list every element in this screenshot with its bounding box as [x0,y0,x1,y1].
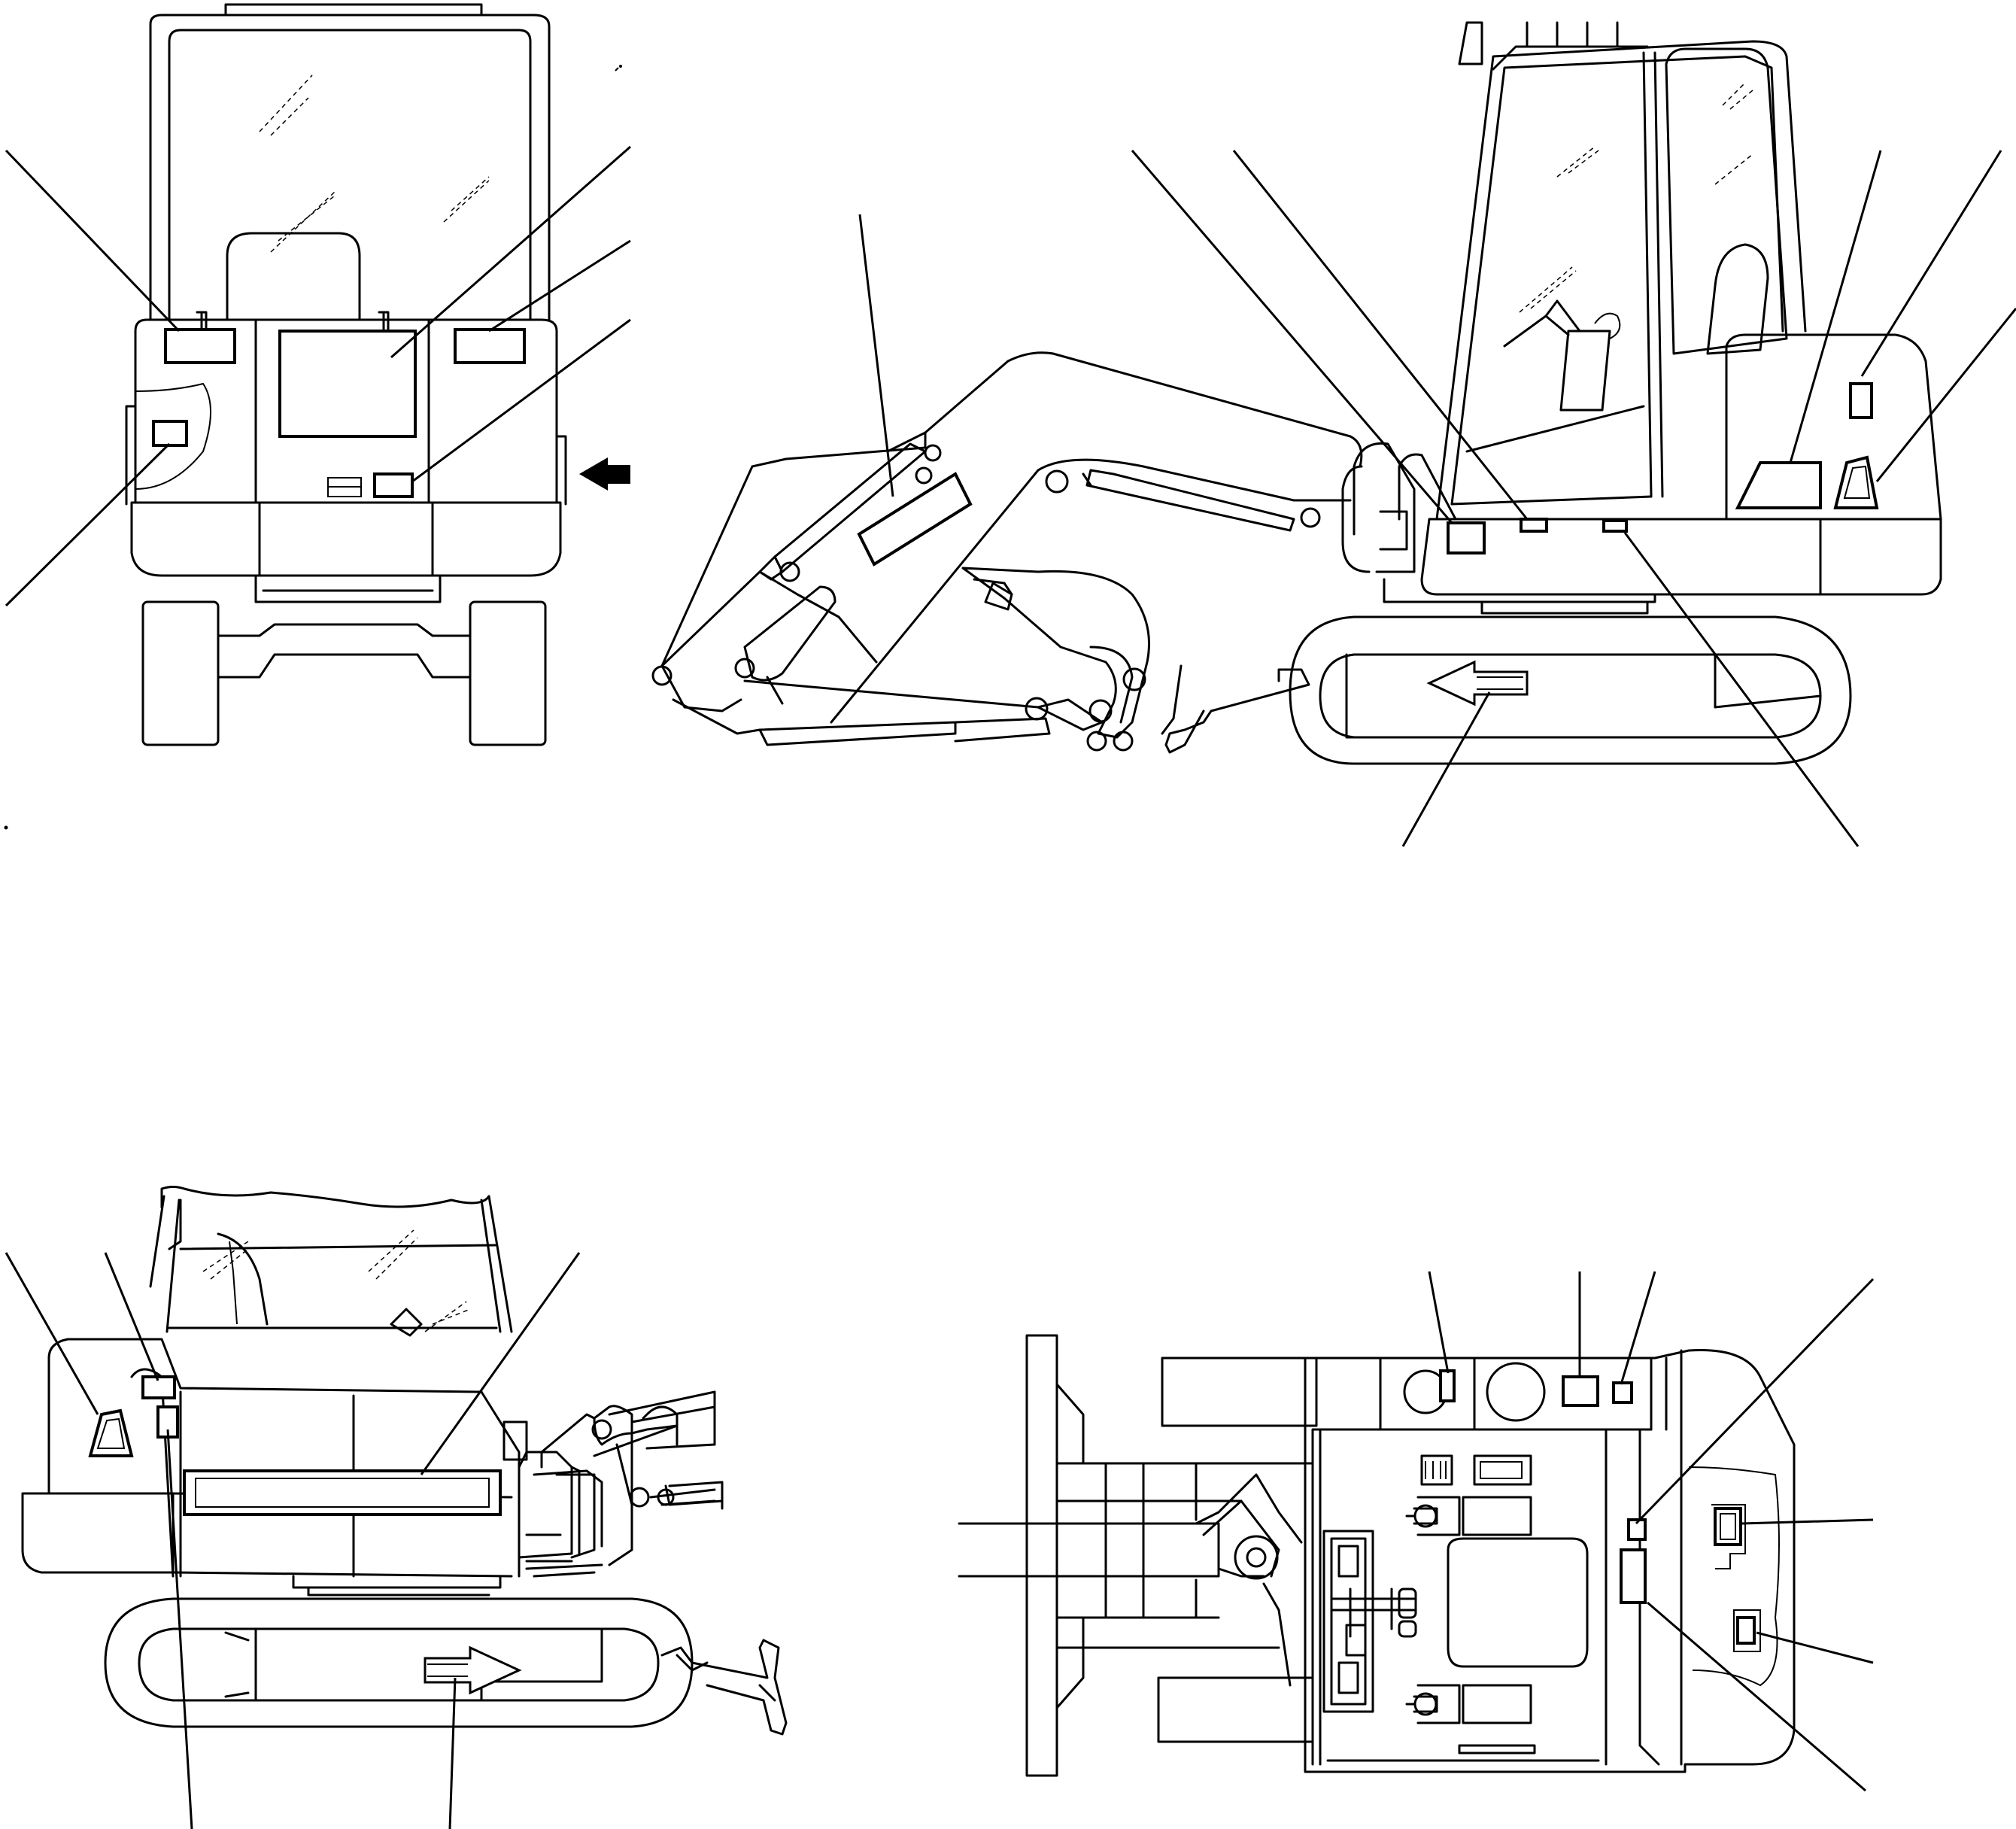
decal-left-4 [1604,521,1626,531]
top-view [959,1271,1873,1791]
rear-view [6,5,630,745]
decal-rear-6 [328,478,361,497]
decal-rear-5 [375,474,412,497]
decal-right-2 [143,1377,175,1398]
decal-right-1 [90,1411,132,1456]
decal-top-7 [1738,1618,1754,1643]
decal-left-2 [1448,523,1484,553]
decal-rear-4 [455,330,524,363]
decal-right-4 [184,1471,500,1515]
decal-top-2 [1563,1377,1598,1405]
decal-left-6 [1835,457,1877,508]
hollow-arrow-icon [1429,662,1527,704]
decal-top-4 [1629,1520,1645,1539]
decal-rear-3 [280,331,415,436]
decal-top-5 [1621,1550,1645,1603]
decal-rear-2 [153,421,187,445]
decal-left-5 [1738,463,1820,508]
decal-left-1 [859,474,970,564]
decal-top-1 [1441,1371,1454,1401]
hollow-arrow-icon [425,1648,519,1693]
decal-left-7 [1851,384,1872,418]
decal-rear-1 [165,330,235,363]
decal-left-3 [1521,519,1547,531]
right-side-view [6,1187,786,1829]
decal-top-3 [1614,1383,1632,1402]
left-side-view [653,23,2016,846]
solid-arrow-icon [579,457,630,491]
